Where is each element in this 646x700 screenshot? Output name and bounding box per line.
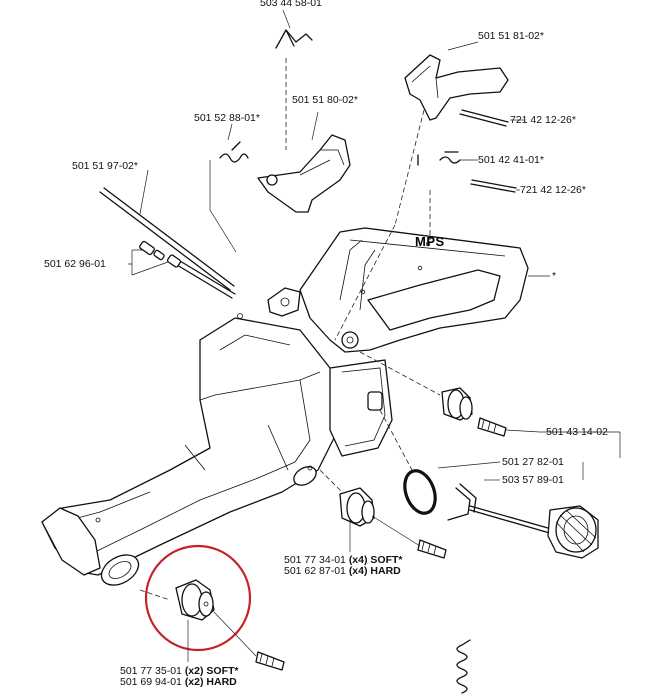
label-handle-star: * <box>552 270 557 282</box>
av-damper-bottom <box>139 544 285 671</box>
label-av-right: 501 43 14-02 <box>546 426 608 438</box>
part-number: 501 62 87-01 <box>284 565 346 577</box>
rod-assembly <box>128 240 236 299</box>
coil-spring-bottom <box>456 639 471 694</box>
leader-av-right <box>540 431 621 458</box>
label-spring-right: 501 42 41-01* <box>478 154 544 166</box>
top-spring <box>275 9 313 150</box>
av-damper-middle <box>319 469 447 559</box>
label-av-mid-hard: 501 62 87-01 (x4) HARD <box>284 565 401 577</box>
o-ring <box>379 409 501 515</box>
leader-av-right-b <box>505 429 541 433</box>
label-rod-assy: 501 62 96-01 <box>44 258 106 270</box>
label-lockout-spring: 501 52 88-01* <box>194 112 260 124</box>
label-oring: 501 27 82-01 <box>502 456 564 468</box>
quantity: (x2) SOFT* <box>184 665 239 677</box>
quantity: (x2) HARD <box>184 676 237 688</box>
part-number: 501 77 34-01 <box>284 554 346 566</box>
tank-housing <box>41 313 393 586</box>
right-spring-pin <box>417 151 520 240</box>
label-rod: 501 51 97-02* <box>72 160 138 172</box>
rod <box>99 169 235 291</box>
label-lockout: 501 51 80-02* <box>292 94 358 106</box>
label-av-bot-hard: 501 69 94-01 (x2) HARD <box>120 676 237 688</box>
label-av-mid-soft: 501 77 34-01 (x4) SOFT* <box>284 554 403 566</box>
label-trigger: 501 51 81-02* <box>478 30 544 42</box>
brand-mark: MPS <box>415 234 445 249</box>
label-filter: 503 57 89-01 <box>502 474 564 486</box>
label-trigger-pin: 721 42 12-26* <box>510 114 576 126</box>
quantity: (x4) HARD <box>348 565 401 577</box>
quantity: (x4) SOFT* <box>348 554 403 566</box>
lockout-assembly <box>209 111 351 253</box>
label-pin-right: 721 42 12-26* <box>520 184 586 196</box>
rear-handle <box>267 227 529 353</box>
label-av-bot-soft: 501 77 35-01 (x2) SOFT* <box>120 665 239 677</box>
part-number: 501 77 35-01 <box>120 665 182 677</box>
highlight-circle <box>144 544 252 652</box>
label-spring-top: 503 44 58-01 <box>260 0 322 9</box>
part-number: 501 69 94-01 <box>120 676 182 688</box>
trigger <box>334 41 525 341</box>
av-damper-right <box>359 351 507 437</box>
filter-assembly <box>447 479 599 559</box>
